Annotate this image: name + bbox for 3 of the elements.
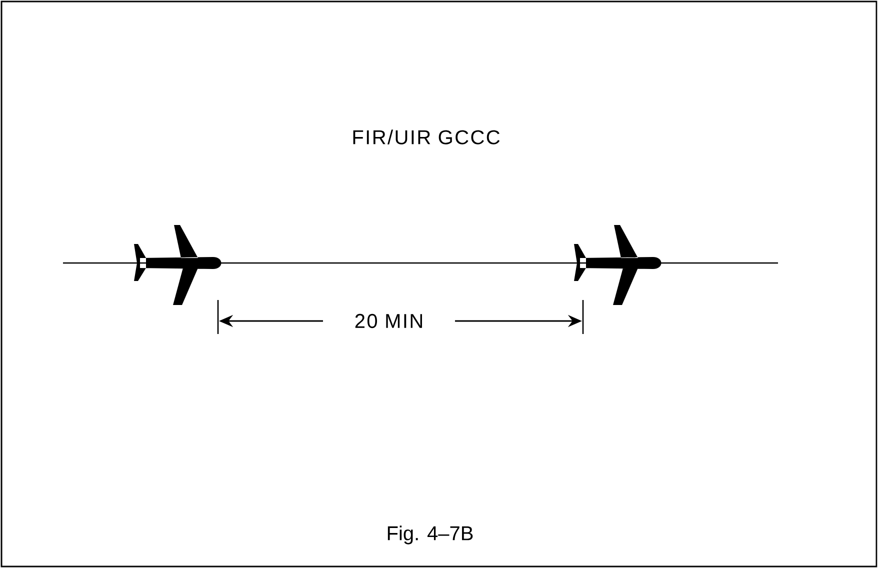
caption: Fig. 4–7B <box>388 526 473 544</box>
heading: FIR/UIR GCCC <box>353 130 500 144</box>
dimension-label: 20 MIN <box>355 314 422 328</box>
